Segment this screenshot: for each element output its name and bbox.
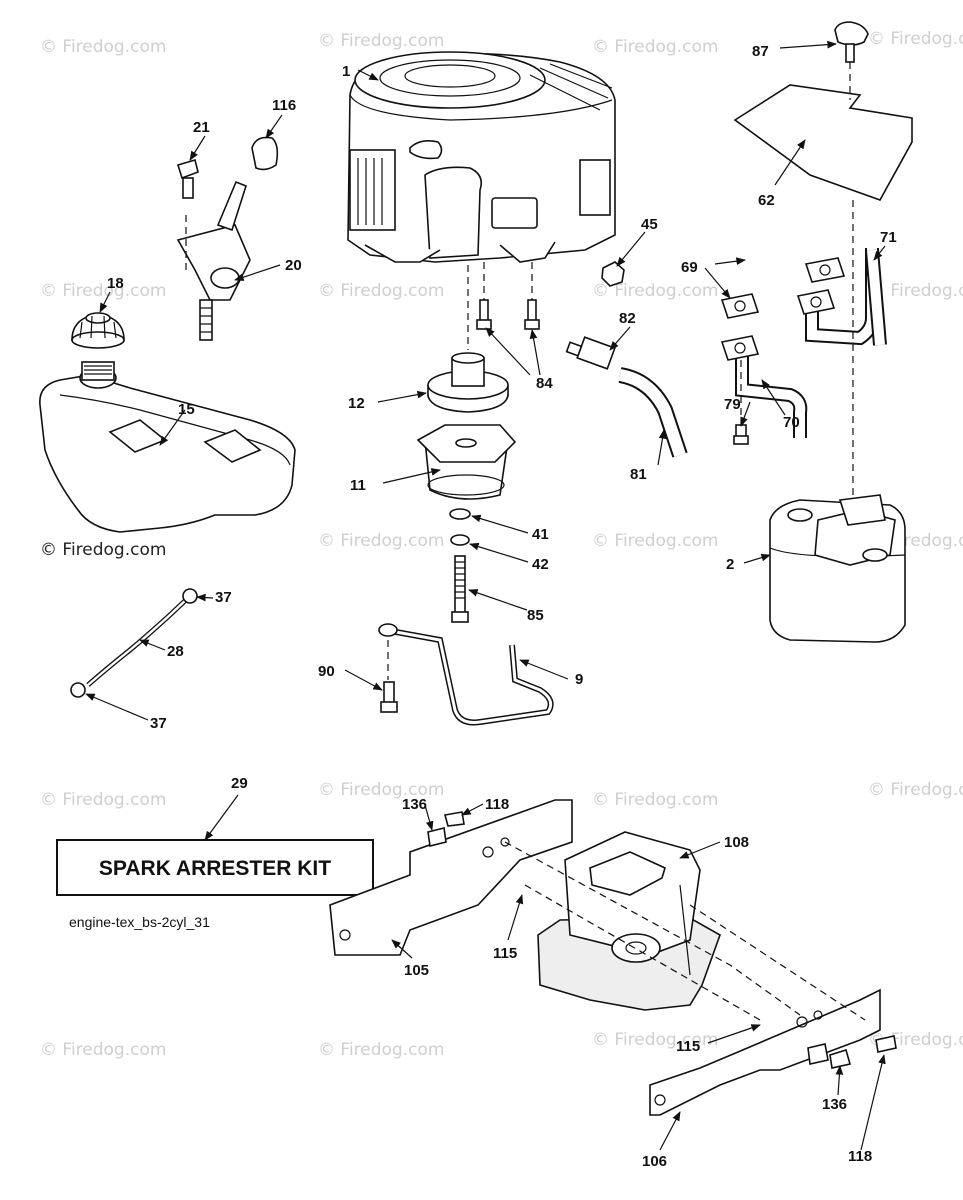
callout-37-upper: 37 — [215, 589, 232, 606]
kit-label: SPARK ARRESTER KIT — [99, 857, 331, 880]
leader-lines — [85, 40, 886, 1151]
callout-28: 28 — [167, 643, 184, 660]
watermark-text: © Firedog.com — [318, 31, 444, 51]
callout-79: 79 — [724, 396, 741, 413]
callout-85: 85 — [527, 607, 544, 624]
bracket-left-part — [329, 799, 573, 956]
watermark-text: © Firedog.com — [868, 780, 963, 800]
callout-70: 70 — [783, 414, 800, 431]
diagram-reference: engine-tex_bs-2cyl_31 — [69, 914, 210, 930]
callout-136-upper: 136 — [402, 796, 427, 813]
watermark-text: © Firedog.com — [40, 1040, 166, 1060]
callout-116: 116 — [272, 97, 296, 114]
callout-105: 105 — [404, 962, 429, 979]
callout-87: 87 — [752, 43, 769, 60]
watermark-text: © Firedog.com — [868, 281, 963, 301]
watermark-text: © Firedog.com — [40, 790, 166, 810]
throttle-control-part — [176, 136, 279, 341]
callout-37-lower: 37 — [150, 715, 167, 732]
exhaust-pipe-part — [720, 248, 887, 445]
watermark-text: © Firedog.com — [40, 540, 166, 560]
watermark-text: © Firedog.com — [318, 531, 444, 551]
engine-part — [347, 51, 616, 263]
callout-82: 82 — [619, 310, 636, 327]
callout-12: 12 — [348, 395, 365, 412]
watermark-text: © Firedog.com — [40, 37, 166, 57]
kit-frame — [56, 839, 374, 896]
callout-118-upper: 118 — [485, 796, 509, 813]
callout-115-upper: 115 — [493, 945, 517, 962]
callout-15: 15 — [178, 401, 195, 418]
watermark-text: © Firedog.com — [318, 281, 444, 301]
callout-42: 42 — [532, 556, 549, 573]
watermark-text: © Firedog.com — [868, 29, 963, 49]
watermark-text: © Firedog.com — [318, 780, 444, 800]
spark-arrester-kit-box: SPARK ARRESTER KIT engine-tex_bs-2cyl_31 — [56, 794, 374, 930]
callout-9: 9 — [575, 671, 583, 688]
pulley-part — [427, 352, 509, 413]
clutch-part — [416, 424, 517, 500]
watermark-text: © Firedog.com — [592, 1030, 718, 1050]
callout-71: 71 — [880, 229, 897, 246]
callout-11: 11 — [350, 477, 366, 494]
callout-18: 18 — [107, 275, 124, 292]
watermark-text: © Firedog.com — [318, 1040, 444, 1060]
callout-108: 108 — [724, 834, 749, 851]
watermark-text: © Firedog.com — [592, 281, 718, 301]
brace-part — [378, 623, 554, 726]
fuel-tank-part — [39, 361, 296, 533]
callout-81: 81 — [630, 466, 647, 483]
callout-20: 20 — [285, 257, 302, 274]
callout-84: 84 — [536, 375, 553, 392]
nut-part — [601, 261, 625, 287]
callout-115-lower: 115 — [676, 1038, 700, 1055]
hose-part — [565, 336, 688, 458]
callout-21: 21 — [193, 119, 210, 136]
bolt-part — [451, 555, 469, 623]
heat-shield-part — [733, 21, 913, 500]
watermark-text: © Firedog.com — [40, 281, 166, 301]
callout-2: 2 — [726, 556, 734, 573]
callout-1: 1 — [342, 63, 350, 80]
fuel-line-part — [70, 588, 198, 698]
washer-part — [450, 534, 470, 546]
watermark-text: © Firedog.com — [592, 37, 718, 57]
bolts-part — [467, 262, 540, 350]
muffler-part — [769, 494, 906, 643]
callout-106: 106 — [642, 1153, 667, 1170]
mounting-tray-part — [537, 831, 721, 1011]
watermark-text: © Firedog.com — [592, 790, 718, 810]
callout-45: 45 — [641, 216, 658, 233]
callout-62: 62 — [758, 192, 775, 209]
watermark-text: © Firedog.com — [592, 531, 718, 551]
callout-118-lower: 118 — [848, 1148, 872, 1165]
watermarks: © Firedog.com © Firedog.com © Firedog.co… — [40, 29, 963, 1060]
callout-136-lower: 136 — [822, 1096, 847, 1113]
callout-69: 69 — [681, 259, 698, 276]
callout-41: 41 — [532, 526, 549, 543]
bracket-right-part — [649, 988, 897, 1116]
callout-labels: 1 87 21 116 20 18 15 45 62 69 71 82 84 1… — [107, 43, 897, 1170]
callout-90: 90 — [318, 663, 335, 680]
washer-part — [449, 508, 471, 520]
callout-29: 29 — [231, 775, 248, 792]
fuel-cap-part — [71, 312, 125, 349]
